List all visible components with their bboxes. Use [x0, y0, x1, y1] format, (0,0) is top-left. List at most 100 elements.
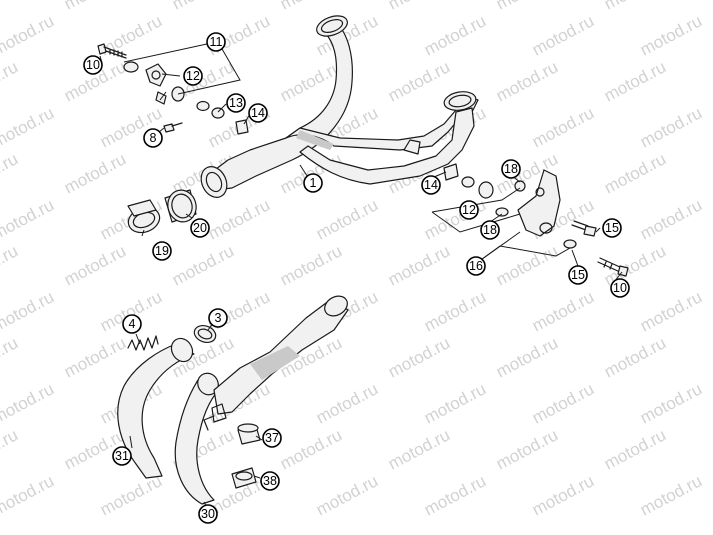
svg-text:18: 18: [504, 162, 518, 176]
callout-31: 31: [112, 446, 132, 466]
watermark-text: motod.ru: [97, 471, 165, 519]
callout-1: 1: [303, 173, 323, 193]
clamp-and-sleeve-drawing: [127, 189, 197, 234]
lower-header-drawing: [117, 295, 349, 505]
watermark-text: motod.ru: [637, 103, 705, 151]
watermark-text: motod.ru: [637, 11, 705, 59]
watermark-text: motod.ru: [97, 11, 165, 59]
watermark-text: motod.ru: [0, 195, 57, 243]
watermark-text: motod.ru: [0, 11, 57, 59]
watermark-text: motod.ru: [385, 241, 453, 289]
watermark-text: motod.ru: [493, 0, 561, 14]
watermark-text: motod.ru: [385, 57, 453, 105]
watermark-text: motod.ru: [637, 379, 705, 427]
svg-text:18: 18: [483, 223, 497, 237]
header-pipe-drawing: [200, 15, 479, 198]
watermark-text: motod.ru: [313, 379, 381, 427]
svg-text:20: 20: [193, 221, 207, 235]
watermark-text: motod.ru: [529, 11, 597, 59]
callout-18-top: 18: [501, 159, 521, 179]
watermark-text: motod.ru: [637, 195, 705, 243]
svg-text:1: 1: [310, 176, 317, 190]
watermark-text: motod.ru: [0, 425, 21, 473]
callout-8: 8: [143, 128, 163, 148]
watermark-text: motod.ru: [493, 57, 561, 105]
watermark-text: motod.ru: [385, 425, 453, 473]
watermark-text: motod.ru: [529, 379, 597, 427]
svg-text:4: 4: [129, 317, 136, 331]
watermark-text: motod.ru: [61, 333, 129, 381]
watermark-text: motod.ru: [421, 11, 489, 59]
watermark-text: motod.ru: [277, 241, 345, 289]
svg-text:14: 14: [424, 178, 438, 192]
watermark-text: motod.ru: [205, 195, 273, 243]
watermark-text: motod.ru: [0, 379, 57, 427]
watermark-text: motod.ru: [421, 287, 489, 335]
callout-18-mid: 18: [480, 220, 500, 240]
callout-37: 37: [262, 428, 282, 448]
watermark-text: motod.ru: [0, 57, 21, 105]
svg-text:16: 16: [469, 259, 483, 273]
svg-text:8: 8: [150, 131, 157, 145]
callout-15-top: 15: [602, 218, 622, 238]
callout-20: 20: [190, 218, 210, 238]
watermark-text: motod.ru: [493, 241, 561, 289]
watermark-text: motod.ru: [421, 471, 489, 519]
svg-text:10: 10: [86, 58, 100, 72]
watermark-text: motod.ru: [61, 241, 129, 289]
callout-10-top: 10: [83, 55, 103, 75]
callout-30: 30: [198, 504, 218, 524]
watermark-text: motod.ru: [0, 471, 57, 519]
svg-text:12: 12: [186, 69, 200, 83]
callout-14-right: 14: [421, 175, 441, 195]
watermark-text: motod.ru: [61, 149, 129, 197]
sleeve-and-clamp-drawing: [231, 423, 261, 489]
watermark-text: motod.ru: [385, 333, 453, 381]
svg-text:37: 37: [265, 431, 279, 445]
callout-3: 3: [208, 308, 228, 328]
watermark-text: motod.ru: [601, 149, 669, 197]
watermark-text: motod.ru: [385, 0, 453, 14]
watermark-text: motod.ru: [313, 195, 381, 243]
svg-text:30: 30: [201, 507, 215, 521]
callout-12-right: 12: [459, 200, 479, 220]
watermark-text: motod.ru: [637, 287, 705, 335]
watermark-text: motod.ru: [169, 0, 237, 14]
svg-text:15: 15: [605, 221, 619, 235]
watermark-text: motod.ru: [601, 57, 669, 105]
watermark-text: motod.ru: [277, 0, 345, 14]
watermark-text: motod.ru: [493, 333, 561, 381]
watermark-text: motod.ru: [529, 103, 597, 151]
watermark-text: motod.ru: [0, 0, 21, 14]
watermark-text: motod.ru: [421, 379, 489, 427]
svg-text:19: 19: [155, 244, 169, 258]
watermark-text: motod.ru: [529, 471, 597, 519]
watermark-text: motod.ru: [493, 425, 561, 473]
watermark-text: motod.ru: [601, 425, 669, 473]
callout-14-top: 14: [248, 103, 268, 123]
watermark-text: motod.ru: [601, 0, 669, 14]
watermark-text: motod.ru: [0, 149, 21, 197]
svg-text:12: 12: [462, 203, 476, 217]
watermark-text: motod.ru: [0, 241, 21, 289]
callout-19: 19: [152, 241, 172, 261]
callout-15-bottom: 15: [568, 265, 588, 285]
watermark-text: motod.ru: [277, 425, 345, 473]
watermark-text: motod.ru: [421, 195, 489, 243]
watermark-text: motod.ru: [169, 241, 237, 289]
callout-11: 11: [206, 32, 226, 52]
watermark-text: motod.ru: [61, 0, 129, 14]
callout-16: 16: [466, 256, 486, 276]
watermark-text: motod.ru: [0, 103, 57, 151]
mounting-bolt-set-right: [443, 163, 629, 277]
svg-text:15: 15: [571, 268, 585, 282]
callout-10-right: 10: [610, 278, 630, 298]
callout-13: 13: [226, 93, 246, 113]
svg-text:13: 13: [229, 96, 243, 110]
svg-text:10: 10: [613, 281, 627, 295]
callout-38: 38: [260, 471, 280, 491]
watermark-text: motod.ru: [529, 287, 597, 335]
svg-text:3: 3: [215, 311, 222, 325]
callout-4: 4: [122, 314, 142, 334]
